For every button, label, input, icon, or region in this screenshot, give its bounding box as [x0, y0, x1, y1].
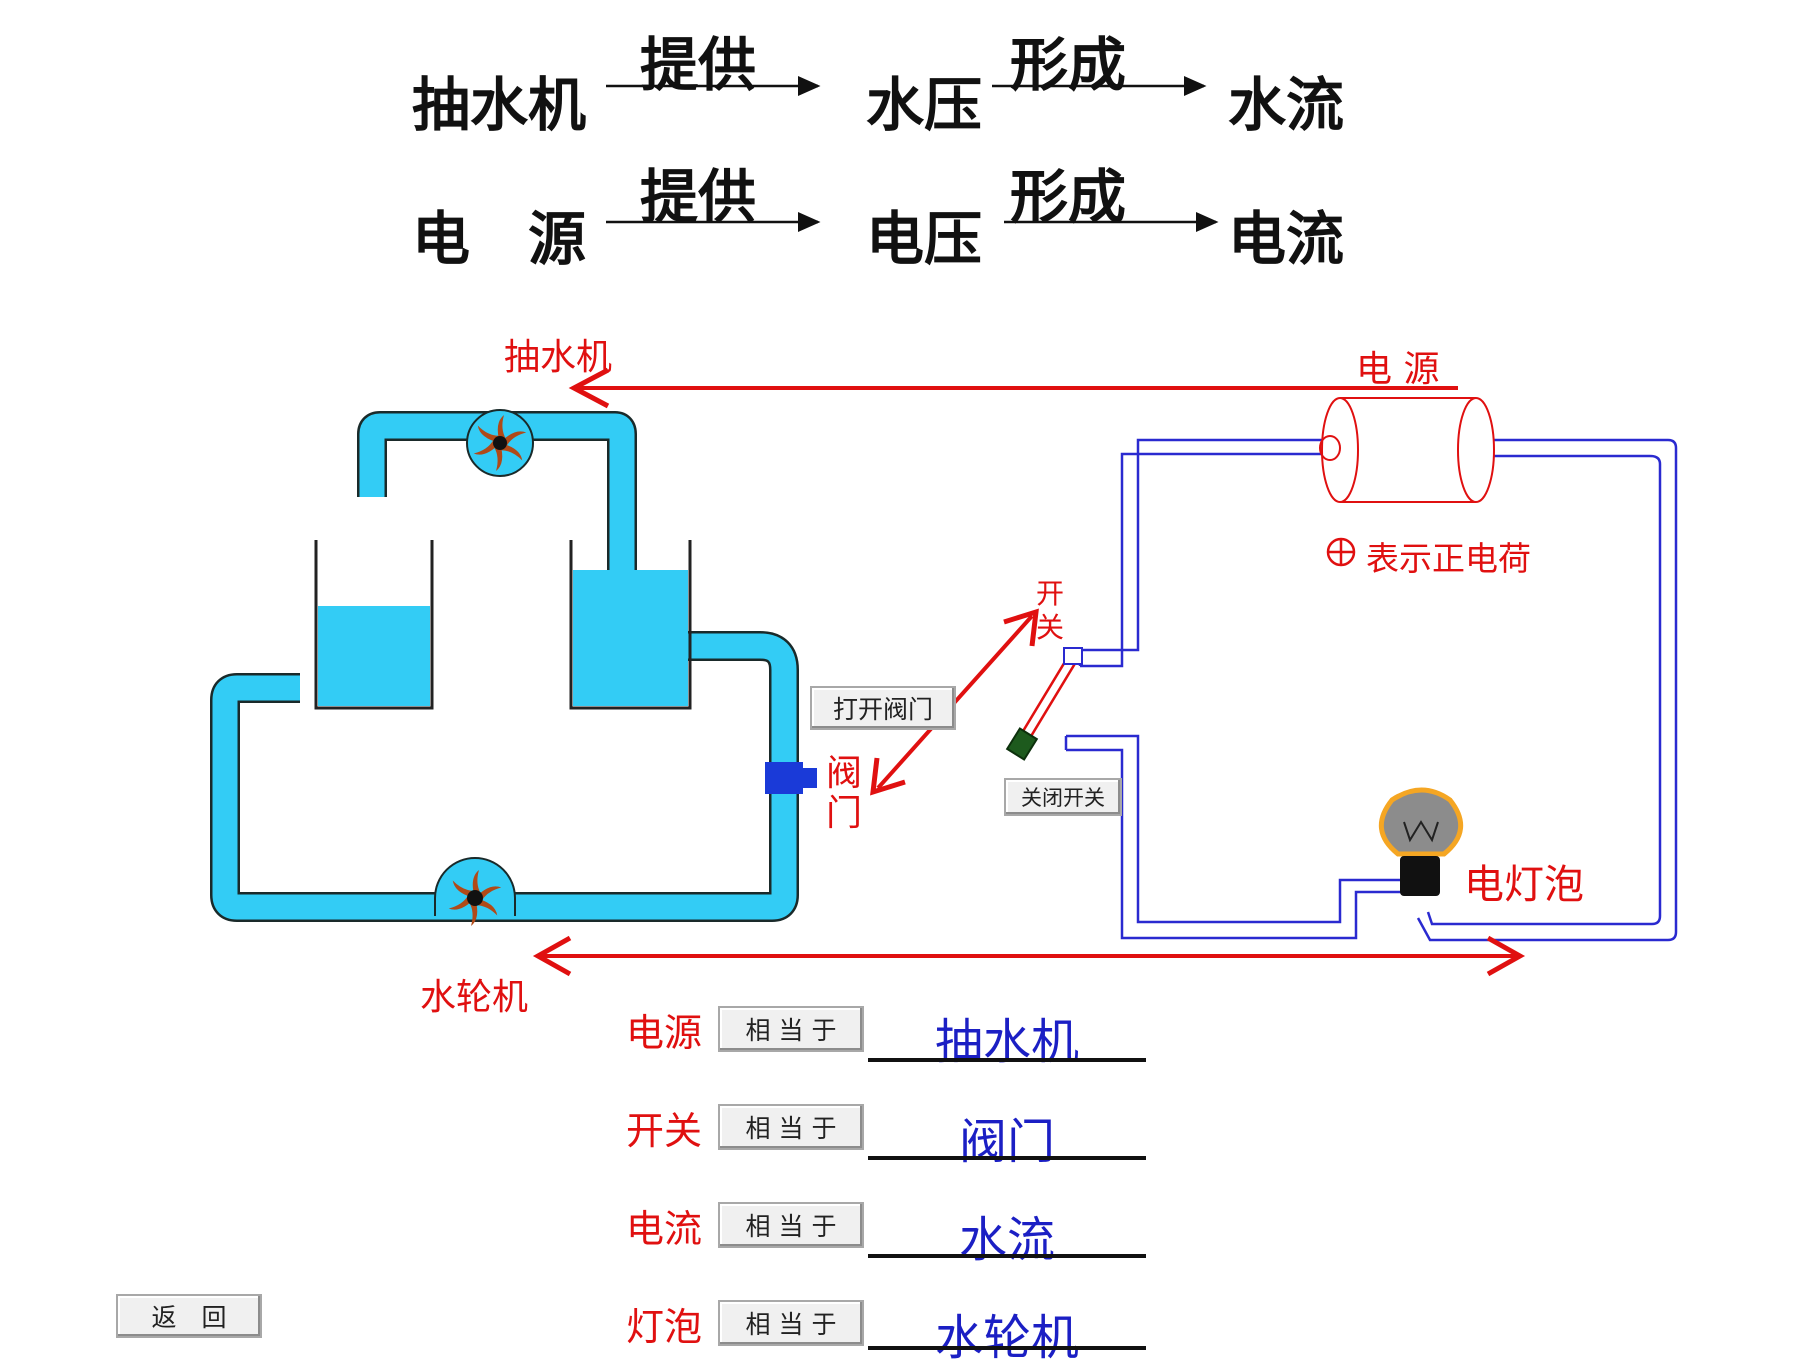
bulb-label: 电灯泡	[1464, 862, 1584, 908]
valve-handle	[803, 768, 817, 788]
analogy-row1-middle: 水压	[866, 71, 983, 139]
answer-underline	[868, 1254, 1146, 1258]
analogy-row2-arrow2-label: 形成	[1010, 163, 1127, 231]
pump-label: 抽水机	[504, 337, 613, 378]
valve-label-1: 阀	[826, 753, 863, 794]
pump-icon	[466, 409, 534, 477]
equivalence-term: 电流	[626, 1207, 703, 1251]
equivalence-term: 电源	[626, 1011, 703, 1055]
analogy-arrows	[606, 76, 1219, 232]
equivalent-button[interactable]: 相 当 于	[718, 1006, 864, 1052]
water-system	[210, 409, 817, 926]
analogy-row1-arrow2-label: 形成	[1010, 31, 1127, 99]
answer-underline	[868, 1346, 1146, 1350]
analogy-row1-source: 抽水机	[412, 71, 587, 139]
switch-icon	[1005, 647, 1083, 761]
back-button[interactable]: 返 回	[116, 1294, 262, 1338]
equivalent-button[interactable]: 相 当 于	[718, 1104, 864, 1150]
switch-label-2: 关	[1036, 611, 1065, 644]
left-beaker	[314, 540, 434, 710]
right-beaker	[569, 540, 692, 710]
analogy-row2-middle: 电压	[866, 205, 983, 273]
analogy-row2-arrow1-label: 提供	[640, 163, 757, 231]
equivalence-term: 灯泡	[626, 1305, 703, 1349]
equivalence-answer: 水轮机	[934, 1310, 1079, 1366]
positive-charge-label: 表示正电荷	[1366, 539, 1531, 578]
answer-underline	[868, 1156, 1146, 1160]
bulb-icon	[1378, 787, 1464, 896]
close-switch-button[interactable]: 关闭开关	[1004, 778, 1122, 816]
switch-label-1: 开	[1036, 577, 1065, 610]
analogy-row1-result: 水流	[1228, 71, 1345, 139]
equivalence-answer: 水流	[958, 1212, 1055, 1268]
right-beaker-water	[573, 570, 688, 706]
analogy-row2-result: 电流	[1228, 205, 1345, 273]
wire-outer-2	[1416, 438, 1678, 942]
open-valve-button[interactable]: 打开阀门	[810, 686, 956, 730]
equivalence-answer: 阀门	[958, 1114, 1055, 1170]
battery-icon	[1319, 397, 1495, 503]
wire-outer-3	[1066, 734, 1405, 924]
positive-charge-icon	[1326, 537, 1356, 567]
left-beaker-water	[318, 606, 430, 706]
water-pipe-outline	[210, 631, 799, 922]
answer-underline	[868, 1058, 1146, 1062]
valve-body	[765, 762, 803, 794]
electric-circuit	[1064, 438, 1678, 942]
equivalence-term: 开关	[626, 1109, 703, 1153]
turbine-icon	[434, 857, 516, 926]
wire-outer-1	[1080, 438, 1322, 652]
analogy-row2-source: 电 源	[412, 205, 587, 273]
valve-label-2: 门	[826, 793, 863, 834]
equivalent-button[interactable]: 相 当 于	[718, 1300, 864, 1346]
analogy-row1-arrow1-label: 提供	[640, 31, 757, 99]
turbine-label: 水轮机	[420, 977, 529, 1018]
water-pipe	[212, 633, 797, 920]
power-source-label: 电 源	[1356, 349, 1440, 390]
equivalent-button[interactable]: 相 当 于	[718, 1202, 864, 1248]
